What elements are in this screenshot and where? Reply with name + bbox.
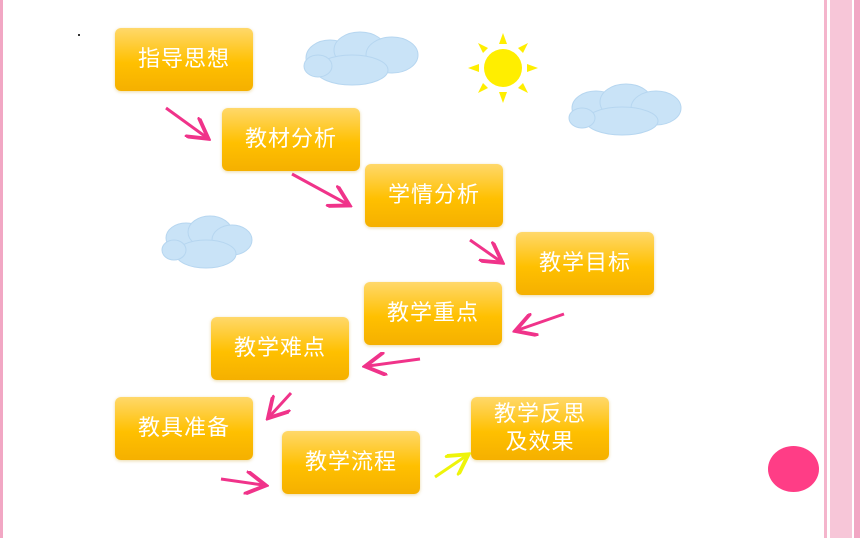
arrow-8	[434, 456, 466, 479]
arrow-6	[270, 391, 293, 416]
sun-icon	[468, 33, 538, 103]
step-teaching-goals: 教学目标	[516, 232, 654, 295]
step-student-analysis: 学情分析	[365, 164, 503, 227]
pink-circle-shape	[768, 446, 819, 492]
step-label: 教学流程	[304, 449, 397, 475]
arrow-7	[220, 479, 263, 485]
step-label: 教学目标	[538, 250, 631, 276]
step-label: 指导思想	[137, 46, 230, 72]
step-label: 教学重点	[386, 300, 479, 326]
step-teaching-aids: 教具准备	[115, 397, 253, 460]
step-label: 教学难点	[233, 335, 326, 361]
cloud-icon	[568, 83, 682, 136]
arrow-2	[291, 172, 347, 204]
step-label: 教学反思 及效果	[493, 401, 586, 455]
step-label: 教具准备	[137, 415, 230, 441]
cloud-icon	[303, 31, 419, 86]
step-label: 教材分析	[244, 126, 337, 152]
step-teaching-key-points: 教学重点	[364, 282, 502, 345]
arrow-4	[518, 312, 565, 330]
small-dot	[78, 34, 80, 36]
arrow-1	[165, 106, 206, 137]
cloud-icon	[161, 215, 253, 269]
right-border-stripes	[822, 0, 860, 538]
step-textbook-analysis: 教材分析	[222, 108, 360, 171]
left-border-stripe	[0, 0, 3, 538]
step-reflection-effect: 教学反思 及效果	[471, 397, 609, 460]
step-guiding-ideas: 指导思想	[115, 28, 253, 91]
step-label: 学情分析	[387, 182, 480, 208]
arrow-5	[368, 359, 421, 366]
arrow-3	[469, 238, 500, 261]
step-teaching-difficulties: 教学难点	[211, 317, 349, 380]
step-teaching-process: 教学流程	[282, 431, 420, 494]
